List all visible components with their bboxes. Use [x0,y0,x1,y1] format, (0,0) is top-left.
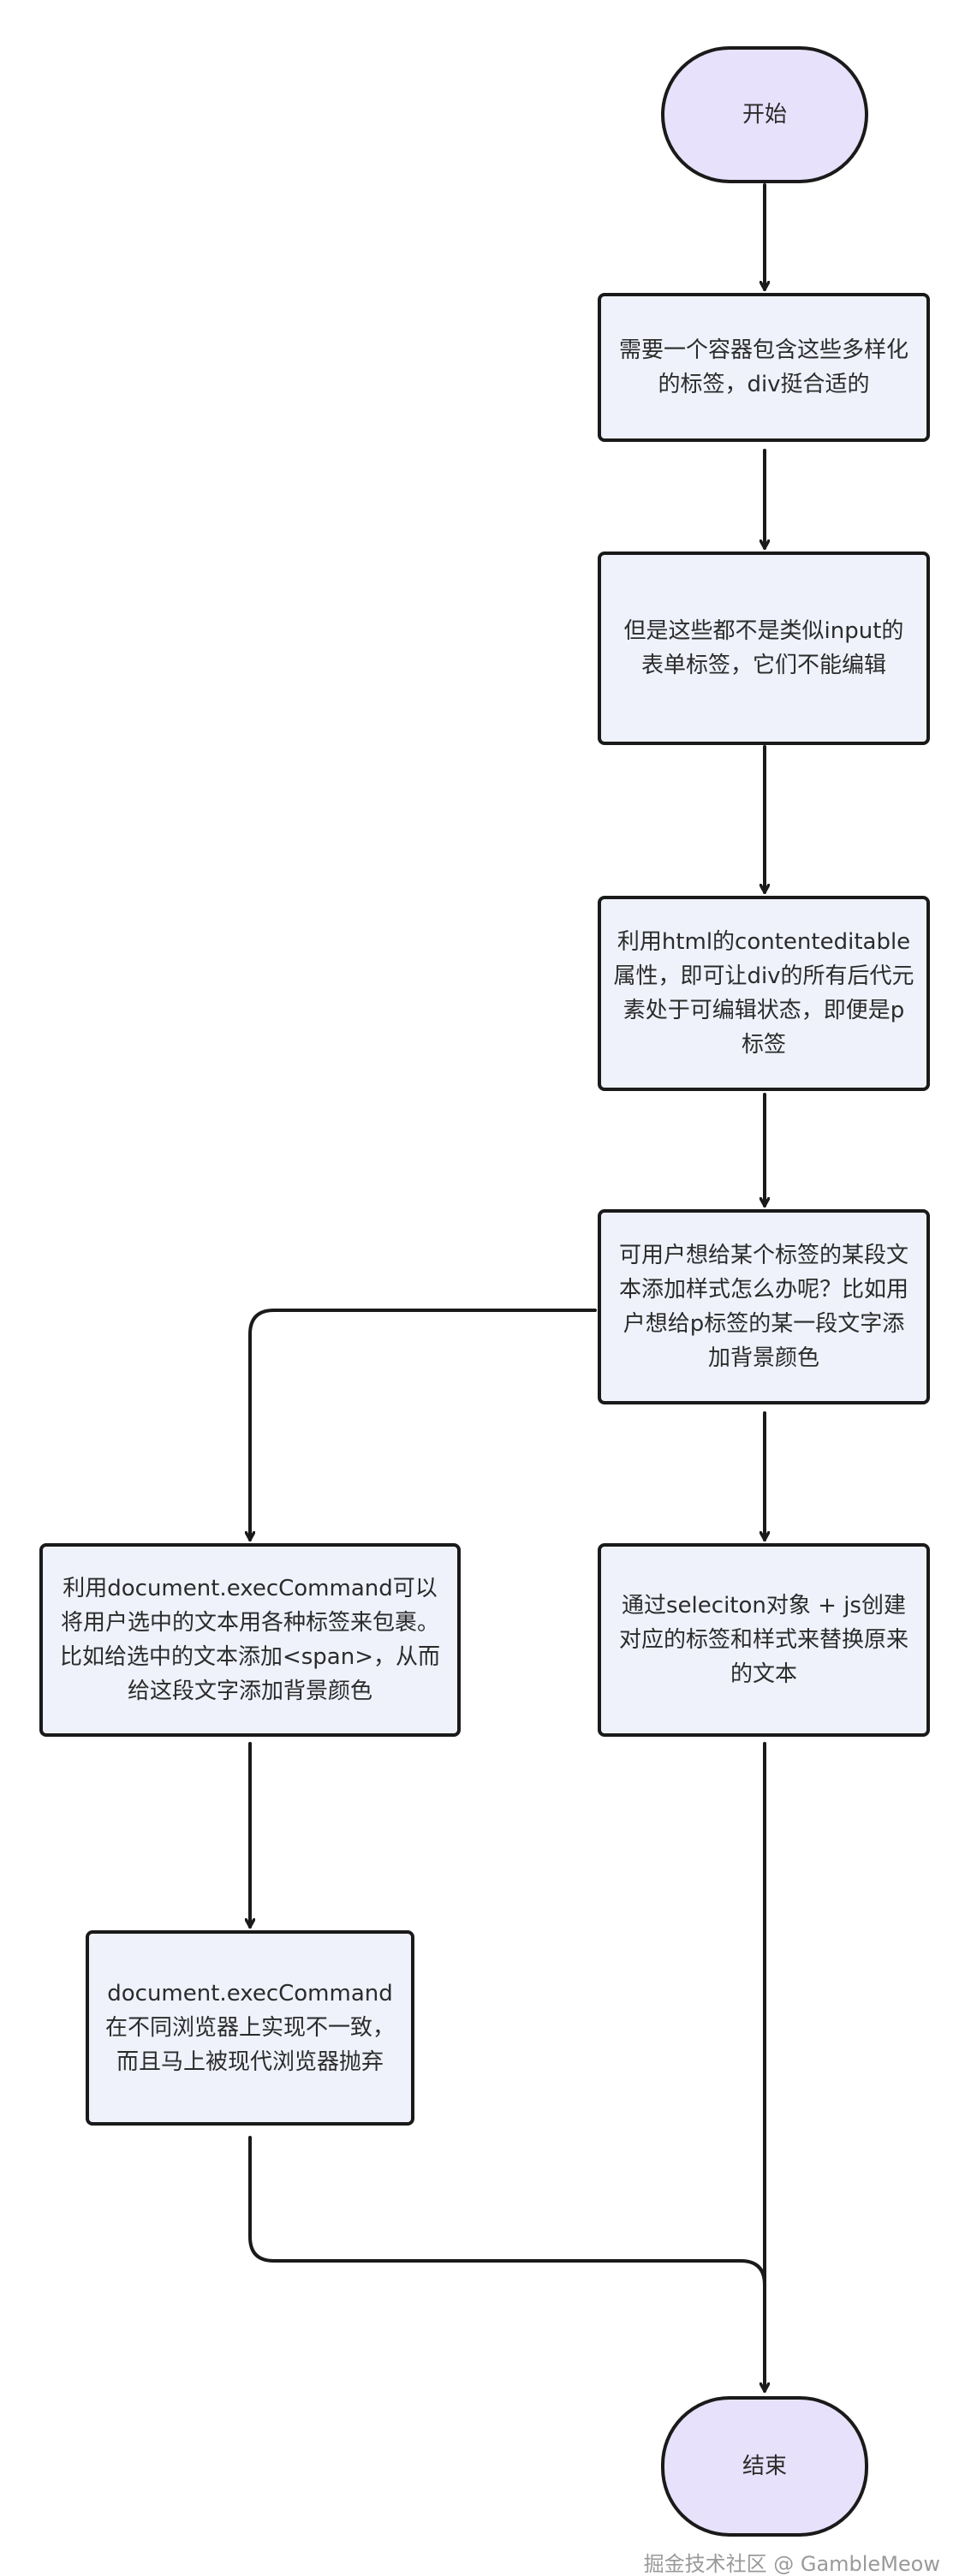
process-node-execcommand: 利用document.execCommand可以将用户选中的文本用各种标签来包裹… [39,1543,461,1737]
start-node: 开始 [661,46,868,183]
process-node-style-question: 可用户想给某个标签的某段文本添加样式怎么办呢？比如用户想给p标签的某一段文字添加… [598,1209,930,1404]
process-node-not-editable: 但是这些都不是类似input的表单标签，它们不能编辑 [598,552,930,745]
edge-left2-end [248,2136,766,2287]
end-node: 结束 [661,2396,868,2537]
process-node-contenteditable: 利用html的contenteditable属性，即可让div的所有后代元素处于… [598,896,930,1091]
process-node-selection: 通过seleciton对象 + js创建对应的标签和样式来替换原来的文本 [598,1543,930,1737]
process-node-execcommand-deprecated: document.execCommand在不同浏览器上实现不一致，而且马上被现代… [86,1930,414,2126]
process-node-container: 需要一个容器包含这些多样化的标签，div挺合适的 [598,293,930,442]
watermark-text: 掘金技术社区 @ GambleMeow [643,2552,940,2576]
edge-step4-left1 [250,1309,597,1541]
